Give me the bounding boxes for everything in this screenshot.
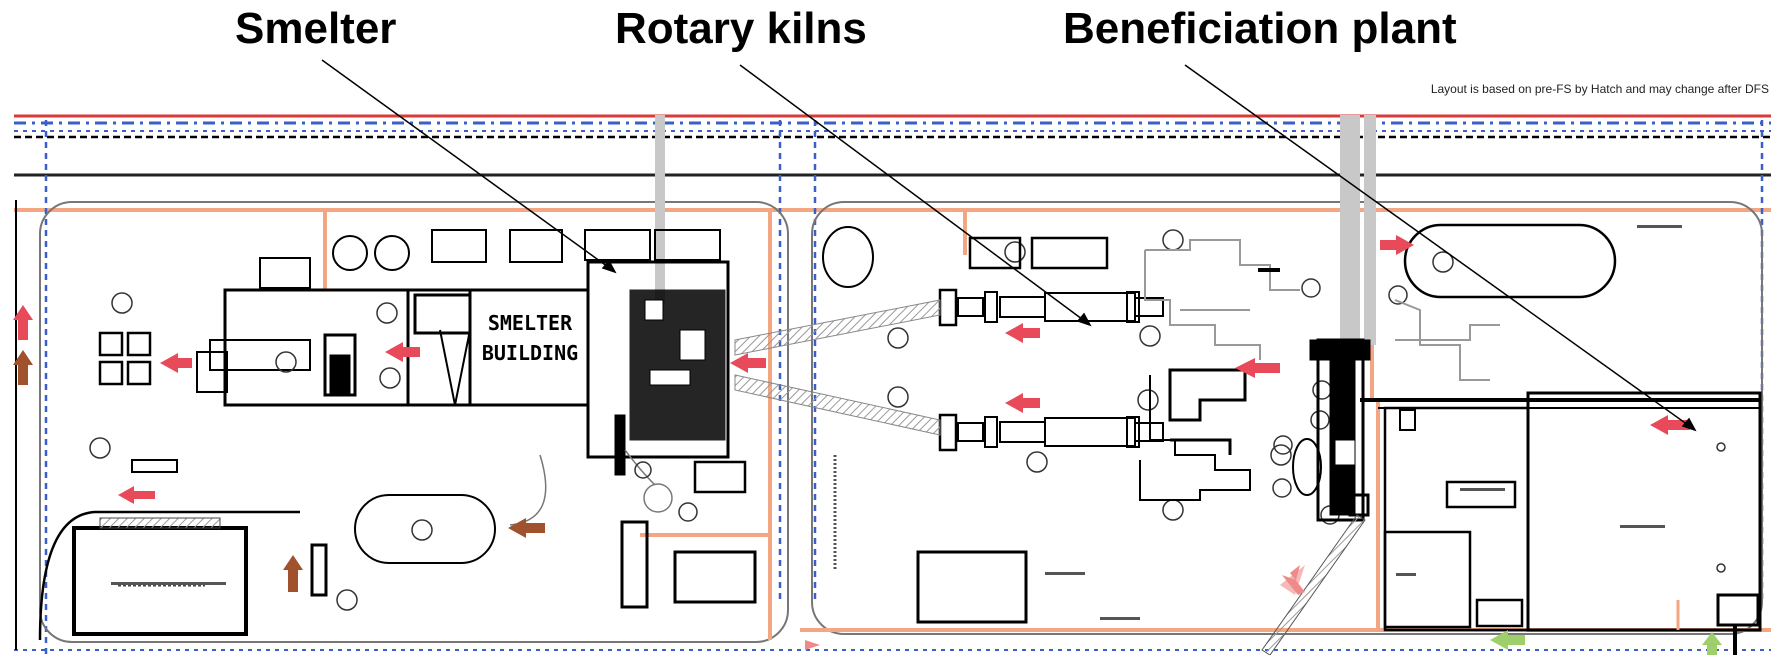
- smelter-building-text-1: SMELTER: [488, 311, 573, 335]
- flow-arrows: [13, 235, 1722, 655]
- beneficiation-plant-heading: Beneficiation plant: [1063, 4, 1457, 53]
- callout-lines: [321, 59, 1697, 432]
- rotary-kilns-heading: Rotary kilns: [615, 4, 867, 53]
- flow-arrow-red: [385, 342, 420, 362]
- flow-arrow-brown: [508, 518, 545, 538]
- beneficiation-pointer: [1184, 64, 1696, 431]
- smelter-heading: Smelter: [235, 4, 397, 53]
- flow-arrow-red: [118, 486, 155, 504]
- flow-arrow-red: [1235, 358, 1280, 378]
- flow-arrow-red: [1005, 323, 1040, 343]
- flow-arrow-green: [1702, 632, 1722, 655]
- flow-arrow-red: [1280, 565, 1305, 595]
- rotary-kilns-pointer: [739, 64, 1091, 326]
- flow-arrow-red: [160, 353, 192, 373]
- flow-arrow-red: [13, 305, 33, 340]
- flow-arrow-red: [1005, 393, 1040, 413]
- smelter-pointer: [321, 59, 616, 273]
- flow-arrow-brown: [13, 350, 33, 385]
- flow-arrow-brown: [283, 555, 303, 592]
- rotary-kilns-zone: [734, 226, 1371, 655]
- flow-arrow-green: [1490, 630, 1525, 650]
- smelter-zone: [38, 229, 757, 641]
- flow-arrow-red: [1380, 235, 1414, 255]
- flow-arrow-red: [805, 640, 820, 650]
- smelter-building-text-2: BUILDING: [482, 341, 578, 365]
- layout-note: Layout is based on pre-FS by Hatch and m…: [1430, 82, 1769, 96]
- plan-minor-text: [111, 225, 1682, 620]
- conveyor-strips: [655, 115, 1376, 345]
- beneficiation-plant-zone: [1360, 223, 1762, 655]
- smelter-building-label: SMELTER BUILDING: [482, 311, 578, 365]
- flow-arrow-red: [730, 353, 766, 373]
- site-boundary: [14, 114, 1771, 655]
